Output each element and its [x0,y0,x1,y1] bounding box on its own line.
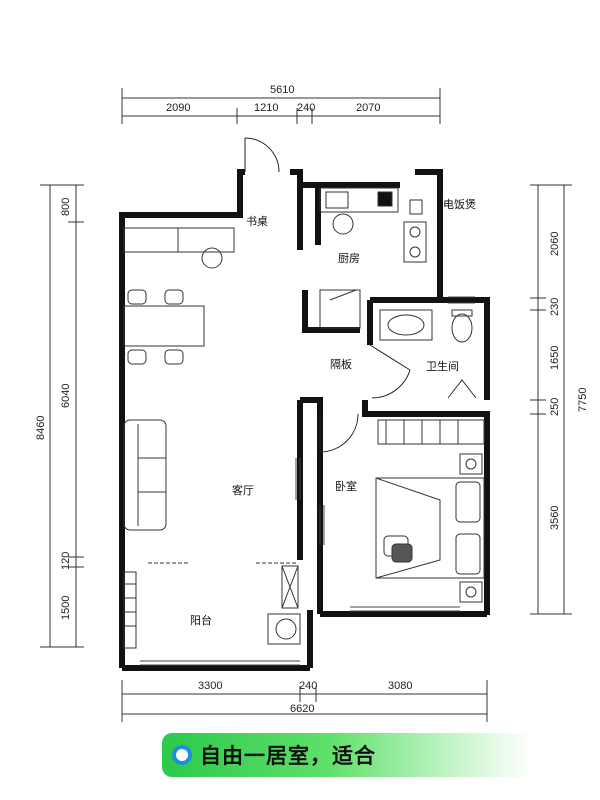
dim-right-seg-3: 1650 [549,346,561,370]
dim-bottom-seg-2: 240 [299,680,317,692]
banner-text: 自由一居室，适合 [200,744,376,768]
dim-left-seg-2: 6040 [60,384,72,408]
dim-left-total: 8460 [35,416,47,440]
dim-right-total: 7750 [577,388,589,412]
label-living-room: 客厅 [232,483,254,497]
dim-top-seg-4: 2070 [356,102,380,114]
label-study-desk: 书桌 [246,215,268,228]
dim-top-seg-3: 240 [297,102,315,114]
dim-left-seg-1: 800 [60,198,72,216]
dim-right-seg-2: 230 [549,298,561,316]
dim-left-seg-3: 120 [60,552,72,570]
circle-icon [172,745,192,765]
furniture [123,187,485,649]
dim-right-seg-5: 3560 [549,506,561,530]
dimension-lines [40,88,572,722]
dim-top-seg-2: 1210 [254,102,278,114]
dim-bottom-seg-3: 3080 [388,680,412,692]
dim-right-seg-4: 250 [549,398,561,416]
dim-bottom-total: 6620 [290,703,314,715]
dim-top-seg-1: 2090 [166,102,190,114]
label-partition: 隔板 [330,357,352,371]
label-kitchen: 厨房 [338,252,360,265]
dim-bottom-seg-1: 3300 [198,680,222,692]
label-bedroom: 卧室 [335,479,357,493]
label-rice-cooker: 电饭煲 [443,198,476,211]
promo-banner: 自由一居室，适合 [162,733,532,777]
windows [140,296,475,666]
label-bathroom: 卫生间 [426,359,459,373]
label-balcony: 阳台 [190,613,212,627]
dim-left-seg-4: 1500 [60,596,72,620]
dim-right-seg-1: 2060 [549,232,561,256]
doors [244,137,411,453]
dim-top-total: 5610 [270,84,294,96]
